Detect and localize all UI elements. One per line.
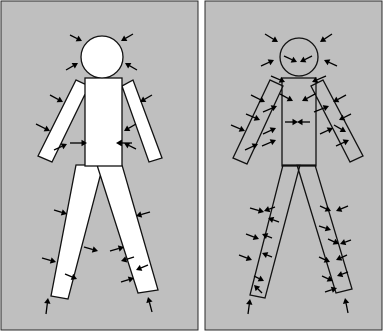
head-left	[81, 36, 123, 78]
torso-left	[85, 78, 122, 166]
left-panel	[1, 1, 198, 330]
right-panel	[205, 1, 382, 330]
